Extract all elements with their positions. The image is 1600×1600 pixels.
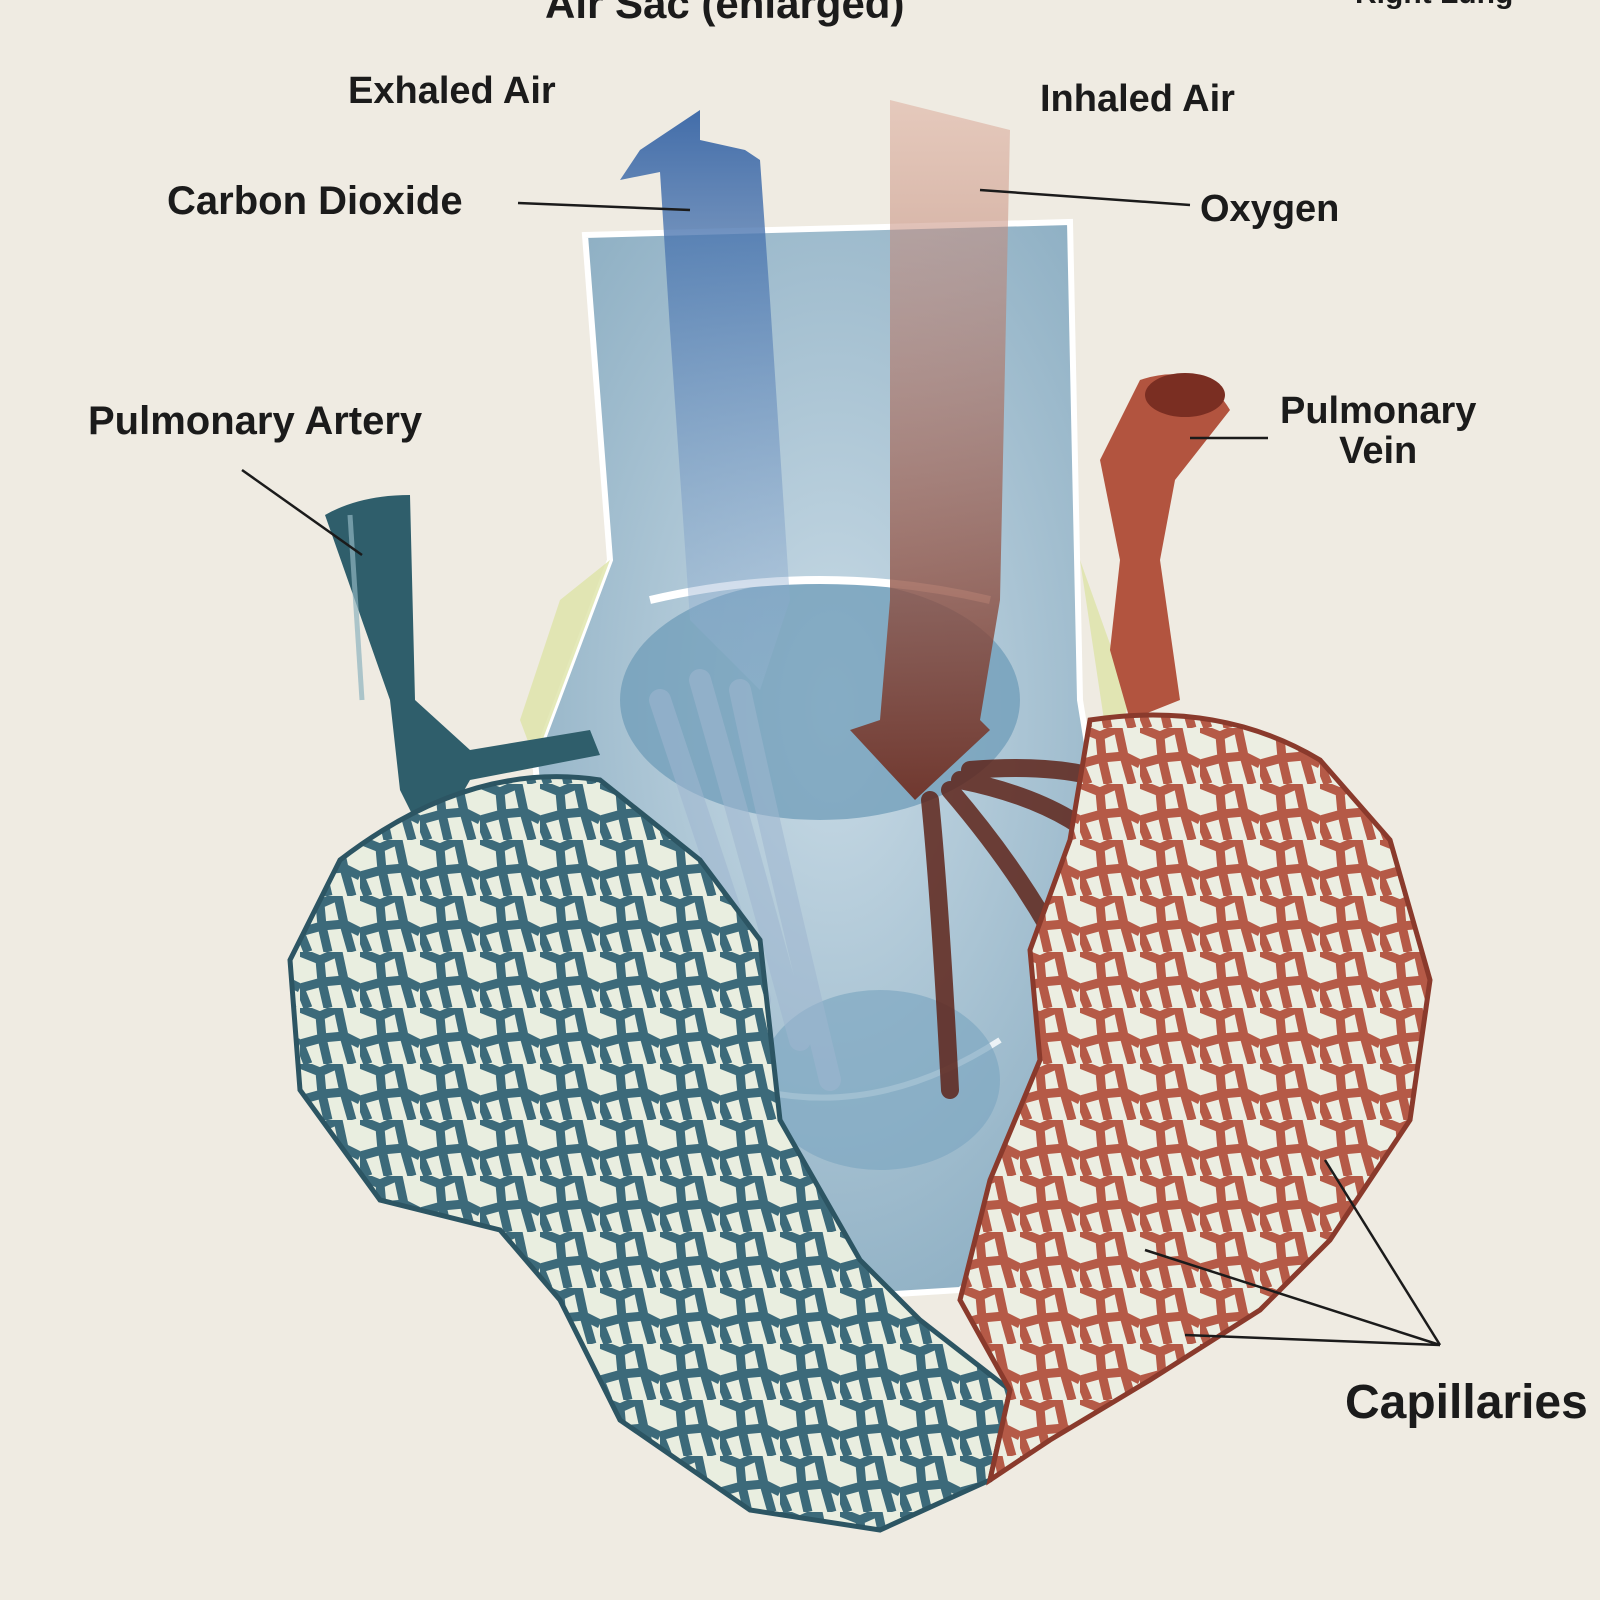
inhaled-air-label: Inhaled Air bbox=[1040, 78, 1235, 120]
oxygen-arrow bbox=[850, 100, 1159, 1099]
pulmonary-artery-label: Pulmonary Artery bbox=[88, 399, 423, 443]
leader-lines bbox=[241, 188, 1442, 1347]
pulmonary-vein-label: Pulmonary Vein bbox=[1280, 390, 1477, 472]
capillary-network-blue bbox=[287, 774, 1013, 1533]
pulmonary-vein-label-line2: Vein bbox=[1339, 429, 1418, 472]
pulmonary-vein-label-line1: Pulmonary bbox=[1280, 390, 1477, 432]
carbon-dioxide-label: Carbon Dioxide bbox=[167, 179, 463, 223]
carbon-dioxide-arrow bbox=[620, 110, 841, 1091]
capillary-network-red bbox=[957, 712, 1433, 1486]
exhaled-air-label: Exhaled Air bbox=[348, 70, 556, 112]
pulmonary-vein bbox=[1100, 373, 1230, 720]
right-lung-label: Right Lung bbox=[1355, 0, 1513, 10]
pulmonary-artery bbox=[325, 495, 600, 850]
oxygen-label: Oxygen bbox=[1200, 188, 1340, 230]
diagram-title: Air Sac (enlarged) bbox=[545, 0, 905, 27]
capillaries-label: Capillaries bbox=[1345, 1376, 1588, 1429]
